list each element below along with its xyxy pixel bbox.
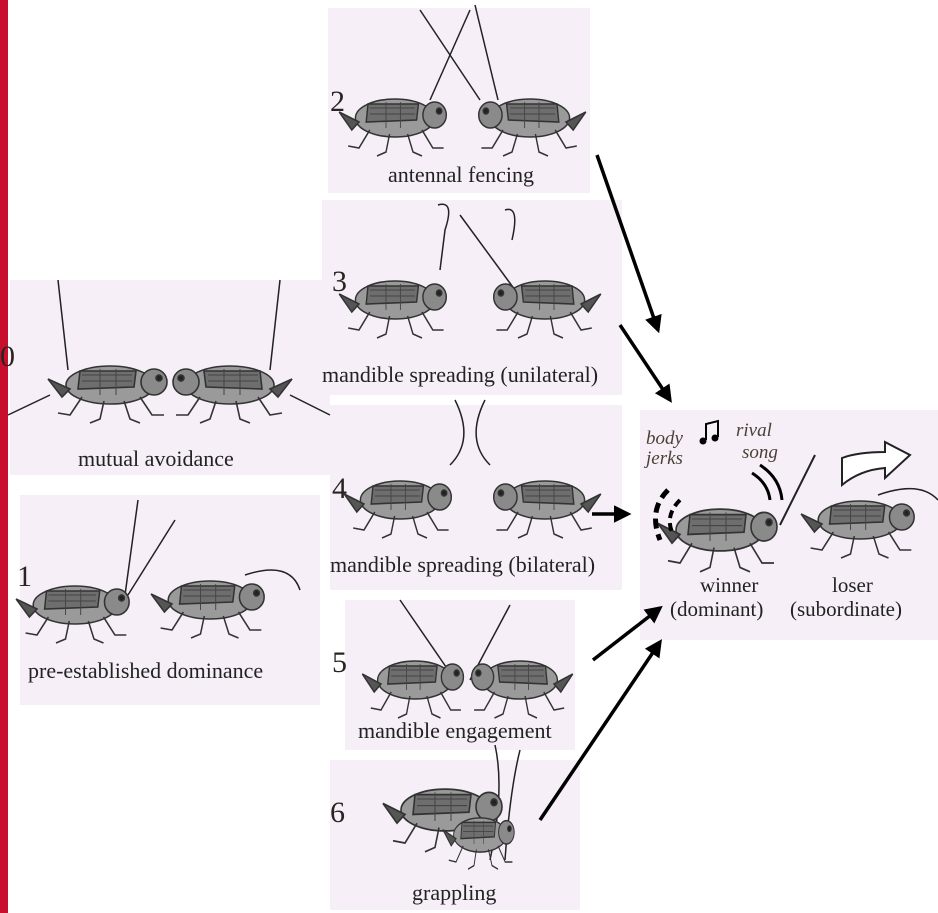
body-jerks-line2: jerks xyxy=(646,448,683,470)
winner-sublabel: (dominant) xyxy=(670,597,763,622)
loser-sublabel: (subordinate) xyxy=(790,597,902,622)
stage-6-label: grappling xyxy=(412,880,496,906)
stage-1-number: 1 xyxy=(17,560,32,594)
stage-6-number: 6 xyxy=(330,796,345,830)
stage-1-label: pre-established dominance xyxy=(28,658,263,684)
stage-0-number: 0 xyxy=(0,340,15,374)
stage-2-label: antennal fencing xyxy=(388,162,534,188)
rival-song-line1: rival xyxy=(736,420,772,442)
stage-0-label: mutual avoidance xyxy=(78,446,234,472)
loser-label: loser xyxy=(832,573,873,598)
stage-5-number: 5 xyxy=(332,646,347,680)
winner-label: winner xyxy=(700,573,758,598)
rival-song-line2: song xyxy=(742,442,778,464)
stage-3-number: 3 xyxy=(332,265,347,299)
cricket-pair-stage-3 xyxy=(339,204,601,338)
cricket-pair-stage-4 xyxy=(344,400,601,538)
body-jerks-line1: body xyxy=(646,428,683,450)
stage-5-label: mandible engagement xyxy=(358,718,552,744)
stage-4-number: 4 xyxy=(332,472,347,506)
cricket-pair-stage-2 xyxy=(339,5,586,156)
winner-loser-crickets xyxy=(656,421,938,572)
stage-2-number: 2 xyxy=(330,85,345,119)
stage-3-label: mandible spreading (unilateral) xyxy=(322,362,598,388)
cricket-pair-stage-1 xyxy=(16,500,300,643)
stage-4-label: mandible spreading (bilateral) xyxy=(330,552,595,578)
cricket-pair-stage-0 xyxy=(8,280,330,423)
cricket-pair-stage-5 xyxy=(362,600,572,718)
cricket-pair-stage-6 xyxy=(383,745,520,869)
